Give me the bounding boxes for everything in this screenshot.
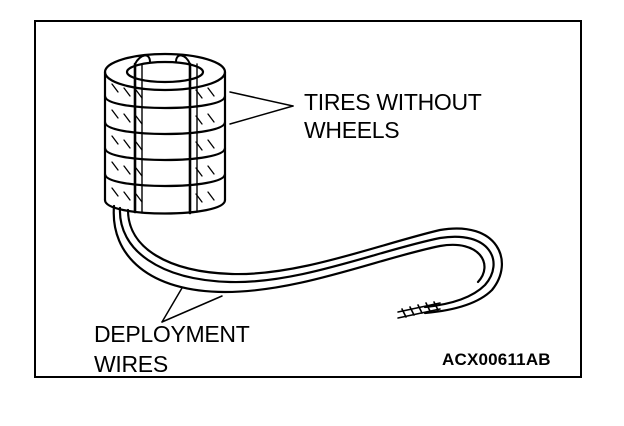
leader-lines-wires (161, 287, 223, 323)
figure-code: ACX00611AB (442, 350, 551, 369)
wires-label-line-1: DEPLOYMENT (94, 321, 250, 347)
deployment-wire-cables (112, 204, 503, 315)
tires-label-line-1: TIRES WITHOUT (304, 89, 482, 115)
wires-label-line-2: WIRES (94, 351, 168, 377)
tire-stack (103, 52, 227, 215)
leader-lines-tires (229, 91, 294, 125)
tires-label-line-2: WHEELS (304, 117, 400, 143)
wire-twisted-end (397, 301, 441, 319)
